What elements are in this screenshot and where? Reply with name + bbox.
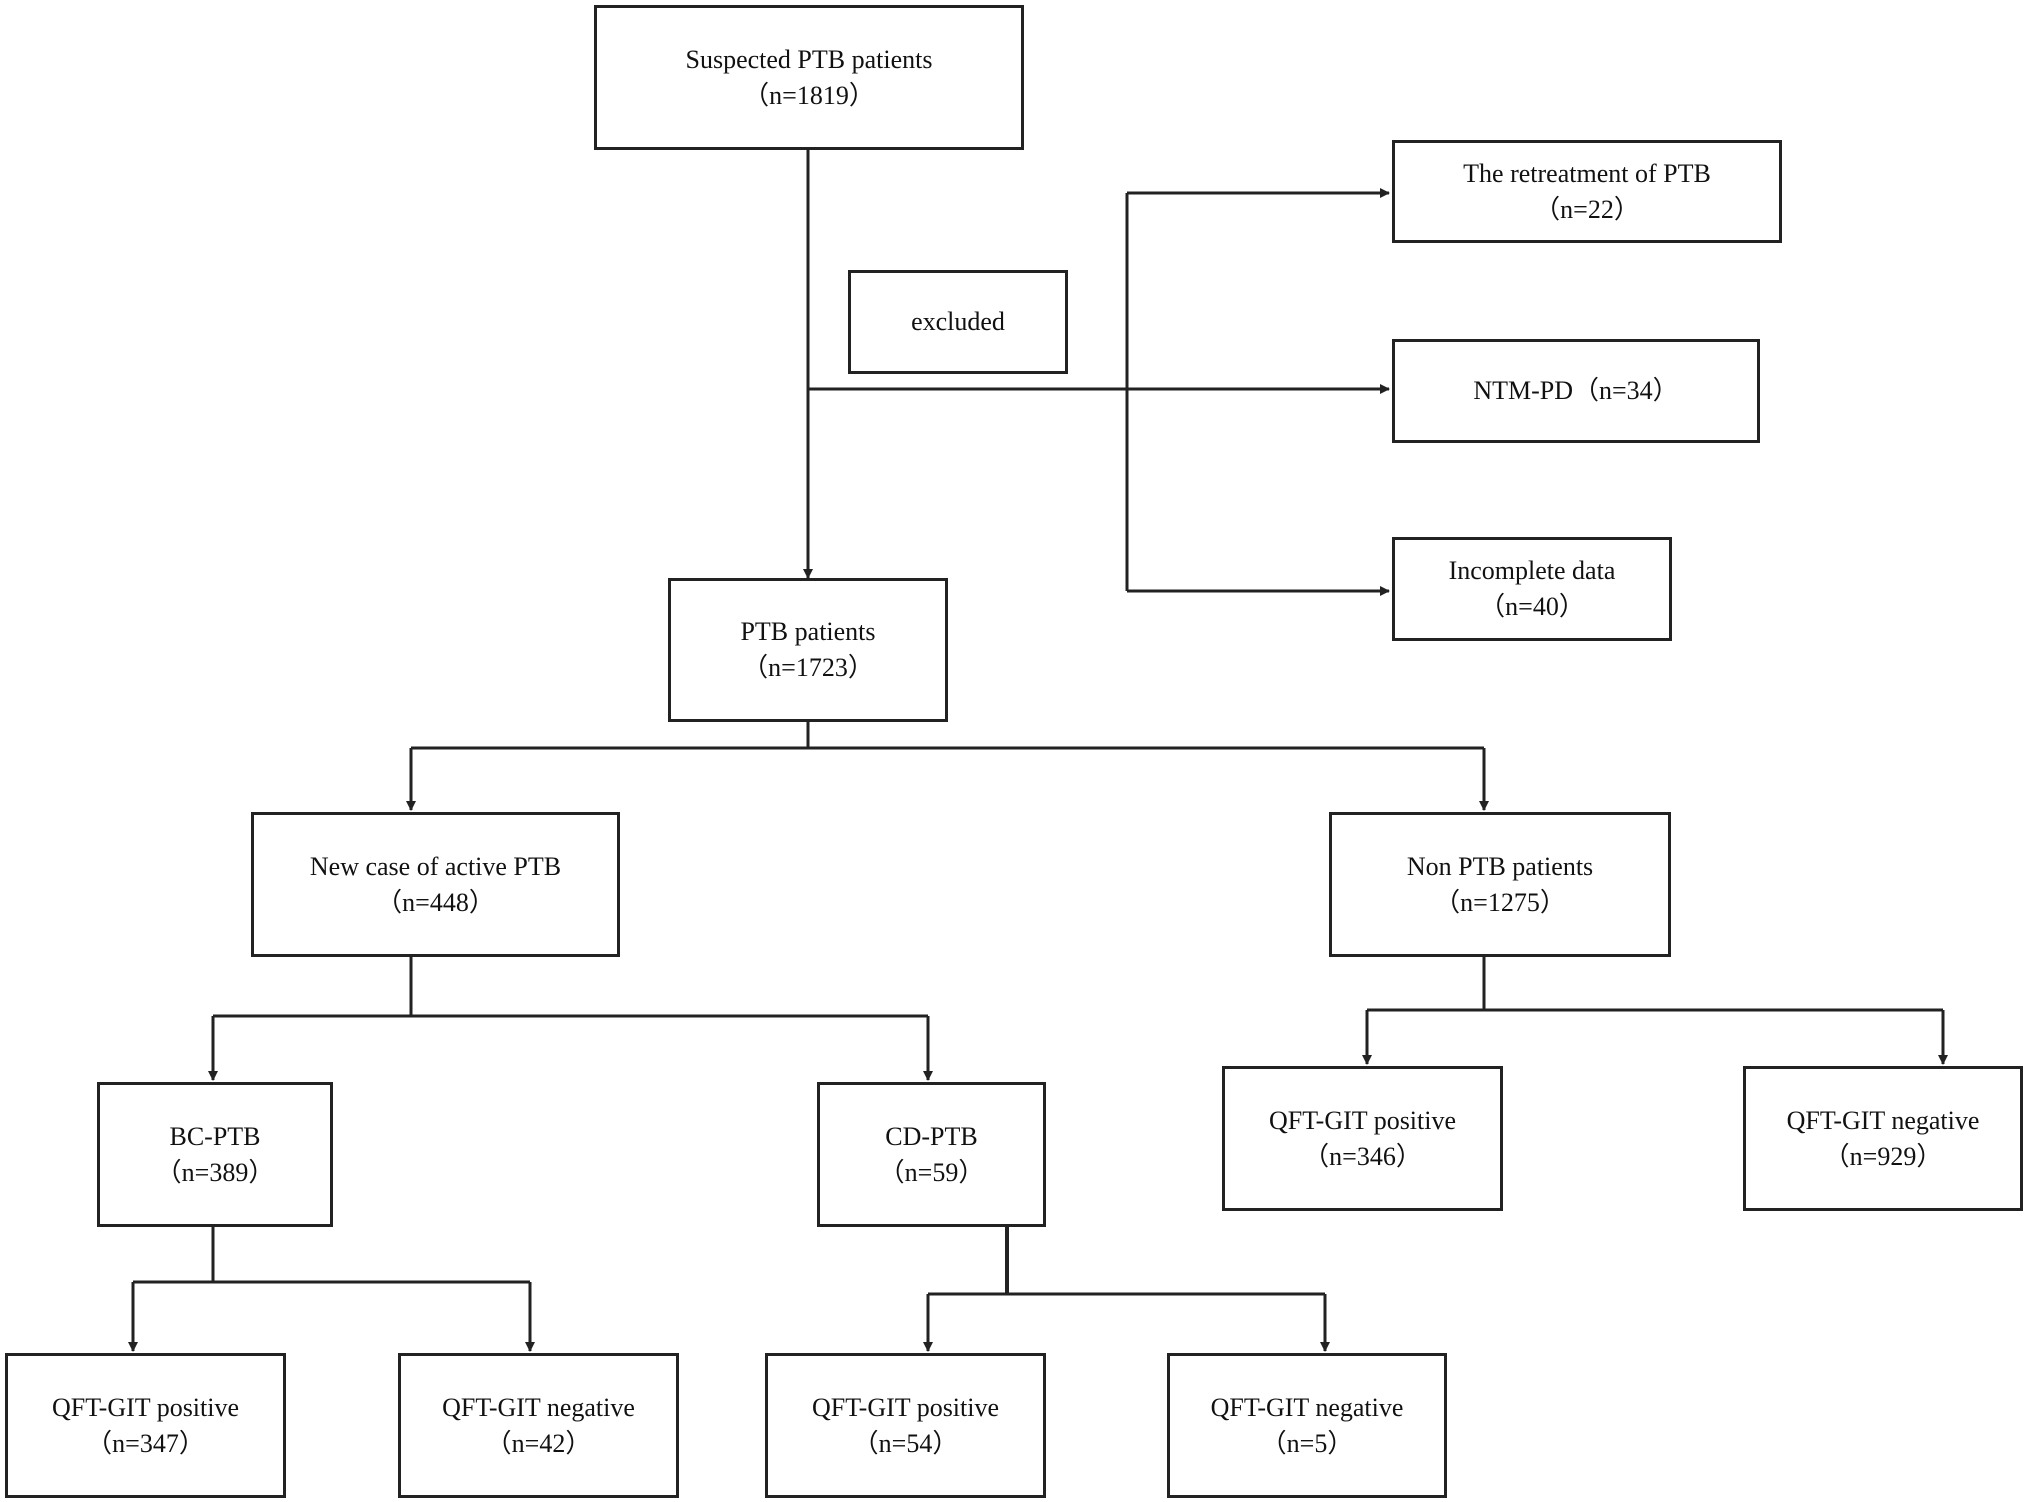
node-label: Incomplete data [1448,556,1616,585]
node-count: （n=347） [86,1428,205,1458]
node-label: The retreatment of PTB [1463,158,1711,188]
node-suspected-ptb: Suspected PTB patients （n=1819） [594,5,1024,150]
node-cd-qft-negative: QFT-GIT negative （n=5） [1167,1353,1447,1498]
node-bc-qft-positive: QFT-GIT positive （n=347） [5,1353,286,1498]
node-excluded: excluded [848,270,1068,374]
node-count: （n=1819） [743,80,875,110]
node-label: Non PTB patients [1406,851,1594,881]
node-new-case: New case of active PTB （n=448） [251,812,620,957]
node-ntm-pd: NTM-PD（n=34） [1392,339,1760,443]
node-label: QFT-GIT positive [811,1392,1000,1422]
node-count: （n=389） [155,1157,275,1187]
node-label: BC-PTB [169,1121,261,1151]
node-count: （n=59） [878,1157,985,1187]
node-count: （n=42） [485,1428,592,1458]
node-non-ptb-qft-positive: QFT-GIT positive （n=346） [1222,1066,1503,1211]
node-count: （n=1275） [1434,887,1566,917]
node-count: （n=929） [1823,1141,1943,1171]
node-retreatment: The retreatment of PTB （n=22） [1392,140,1782,243]
node-label: CD-PTB [885,1121,978,1151]
node-label: Suspected PTB patients [685,44,933,74]
node-incomplete-data: Incomplete data （n=40） [1392,537,1672,641]
node-label: New case of active PTB [309,851,562,881]
node-label: NTM-PD（n=34） [1473,376,1679,405]
node-label: excluded [911,307,1005,336]
node-count: （n=448） [376,887,495,917]
node-count: （n=40） [1479,592,1585,621]
node-label: QFT-GIT positive [51,1392,240,1422]
node-cd-qft-positive: QFT-GIT positive （n=54） [765,1353,1046,1498]
node-label: QFT-GIT negative [1210,1392,1404,1422]
node-label: QFT-GIT negative [442,1392,635,1422]
node-label: QFT-GIT negative [1786,1105,1980,1135]
node-count: （n=22） [1534,194,1640,224]
node-cd-ptb: CD-PTB （n=59） [817,1082,1046,1227]
node-non-ptb: Non PTB patients （n=1275） [1329,812,1671,957]
node-ptb-patients: PTB patients （n=1723） [668,578,948,722]
node-label: PTB patients [740,617,876,646]
node-count: （n=346） [1303,1141,1422,1171]
node-bc-ptb: BC-PTB （n=389） [97,1082,333,1227]
node-label: QFT-GIT positive [1268,1105,1457,1135]
node-non-ptb-qft-negative: QFT-GIT negative （n=929） [1743,1066,2023,1211]
node-count: （n=54） [852,1428,959,1458]
node-count: （n=5） [1260,1428,1354,1458]
node-bc-qft-negative: QFT-GIT negative （n=42） [398,1353,679,1498]
node-count: （n=1723） [742,653,874,682]
